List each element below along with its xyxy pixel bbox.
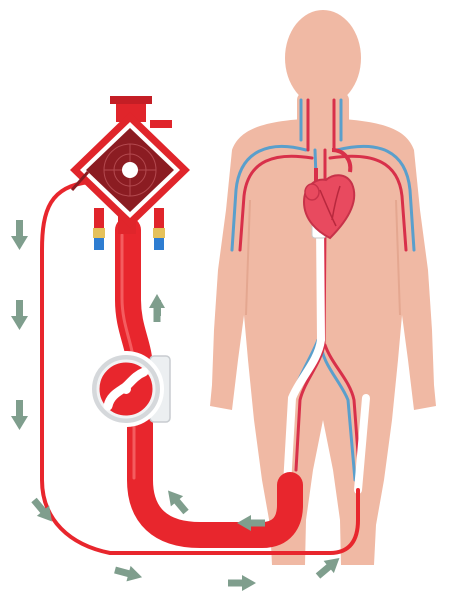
oxygenator-top-flange [110, 96, 152, 104]
heart-atrium [305, 184, 319, 200]
oxygenator-port-right [154, 208, 164, 230]
centrifugal-pump-icon [90, 353, 170, 425]
flow-arrow [11, 400, 28, 430]
oxygenator-icon [70, 96, 190, 250]
connector-right-blue [154, 238, 164, 250]
connector-left-blue [94, 238, 104, 250]
connector-right-yellow [153, 228, 165, 238]
head [285, 10, 361, 106]
oxygenator-center [122, 162, 138, 178]
flow-arrow [11, 300, 28, 330]
connector-left-yellow [93, 228, 105, 238]
flow-arrow [149, 294, 165, 322]
flow-arrow [11, 220, 28, 250]
oxygenator-side-port [150, 120, 172, 128]
flow-arrow [113, 562, 144, 585]
flow-arrow [162, 485, 192, 517]
flow-arrow [313, 552, 345, 582]
oxygenator-port-left [94, 208, 104, 230]
pump-hub [121, 384, 131, 394]
flow-arrow [228, 575, 256, 591]
